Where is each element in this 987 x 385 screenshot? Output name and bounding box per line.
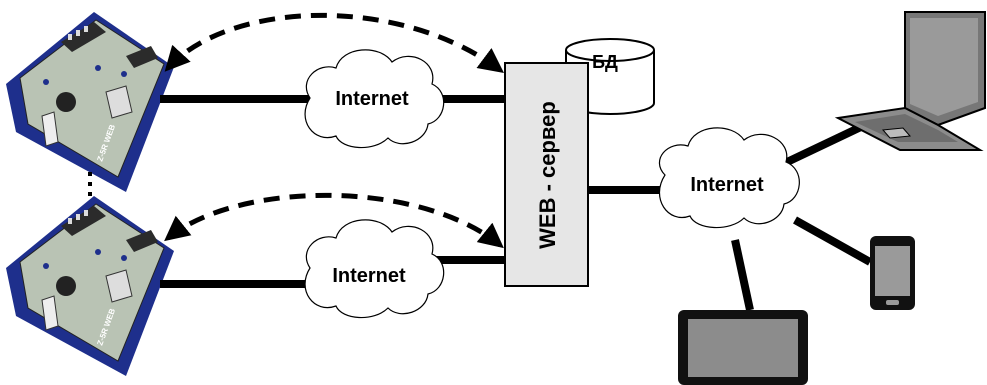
line-cloud-to-monitor xyxy=(731,239,754,311)
cloud-top: Internet xyxy=(304,49,445,149)
smartphone-icon xyxy=(870,236,915,310)
cloud-bottom-label: Internet xyxy=(332,265,406,287)
monitor-icon xyxy=(678,310,808,385)
cloud-icon xyxy=(658,127,800,229)
controller-bottom: Z-5R WEB xyxy=(5,195,175,377)
cloud-icon xyxy=(304,49,445,149)
web-server: WEB - сервер xyxy=(504,62,589,287)
cloud-icon xyxy=(304,219,445,319)
server-label: WEB - сервер xyxy=(535,101,560,249)
connection-lines xyxy=(160,95,872,311)
server-icon xyxy=(504,62,589,287)
dashed-arrow-bottom xyxy=(164,192,504,249)
cloud-top-label: Internet xyxy=(335,88,409,110)
cloud-right-label: Internet xyxy=(690,174,764,196)
controller-top: Z-5R WEB xyxy=(5,11,175,193)
laptop-icon xyxy=(834,11,986,151)
dashed-arrow-top xyxy=(164,12,505,73)
cloud-bottom: Internet xyxy=(304,219,445,319)
line-cloud-to-phone xyxy=(793,216,872,266)
database-label: БД xyxy=(592,52,618,72)
line-cloud-to-laptop xyxy=(783,121,867,167)
ellipsis-dots xyxy=(88,172,92,196)
controller-board-icon xyxy=(5,195,175,377)
cloud-right: Internet xyxy=(658,127,800,229)
controller-board-icon xyxy=(5,11,175,193)
